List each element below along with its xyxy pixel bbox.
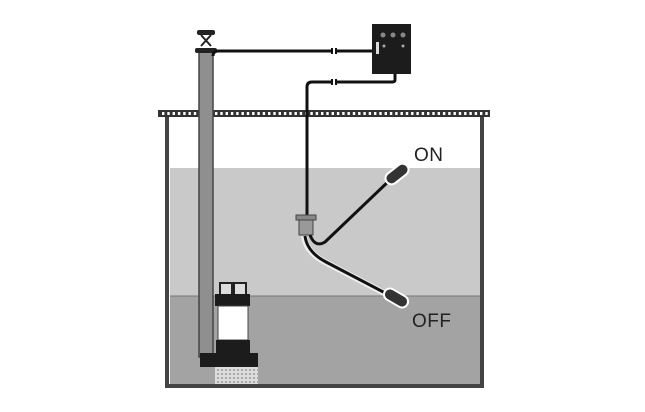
- tank: [158, 110, 490, 388]
- float-switch-on: [384, 162, 410, 186]
- power-cable: [211, 48, 372, 57]
- water-upper-layer: [170, 168, 480, 296]
- off-label: OFF: [412, 311, 452, 332]
- float-switch-cable: [305, 74, 397, 216]
- submersible-pump: [200, 282, 258, 384]
- on-label: ON: [414, 145, 444, 166]
- valve-icon: [197, 30, 215, 47]
- control-box: [372, 24, 411, 74]
- float-cables: [301, 176, 394, 298]
- float-switch-off: [382, 287, 410, 309]
- cable-clamp: [295, 214, 317, 236]
- discharge-pipe: [195, 48, 217, 358]
